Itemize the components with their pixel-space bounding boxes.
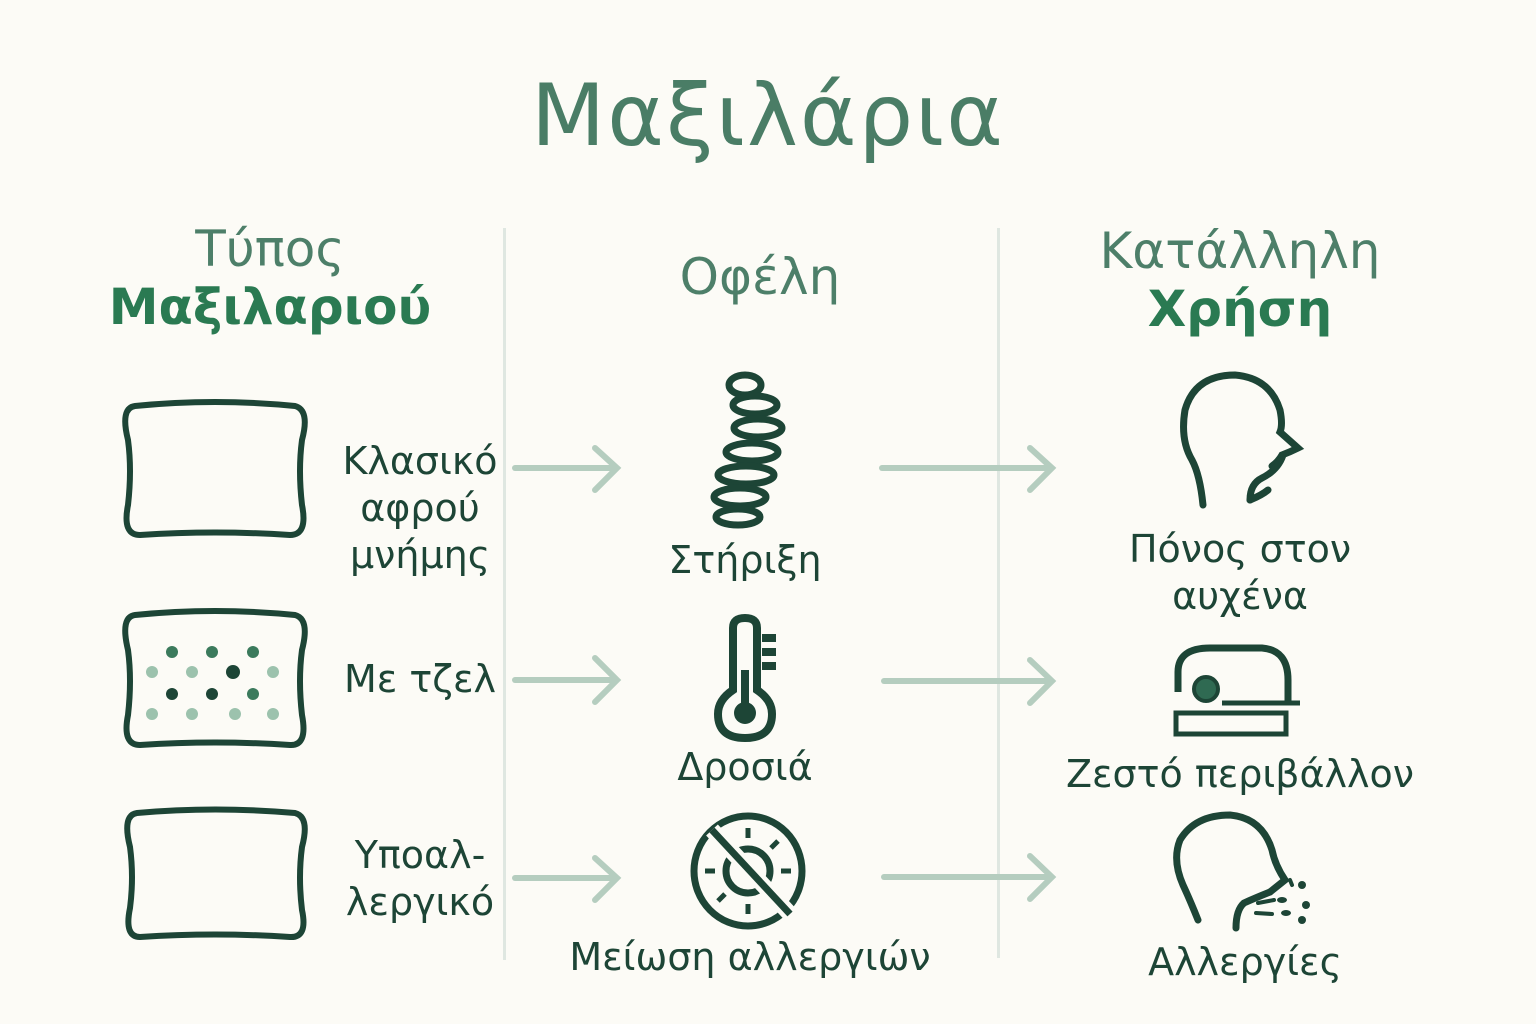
arrow-icon [512,445,622,493]
usage-label: Αλλεργίες [1148,940,1342,984]
plain-pillow-icon [122,399,308,539]
sneezing-head-icon [1173,811,1310,932]
usage-line: Πόνος στον [1128,527,1352,571]
column-header-type: Τύπος Μαξιλαριού [100,220,440,336]
spine-icon [710,371,786,529]
benefit-label: Μείωση αλλεργιών [569,935,931,979]
benefit-label: Δροσιά [677,745,813,789]
pillow-type-line: Με τζελ [344,657,496,701]
gel-pillow-icon [122,608,308,749]
pillow-type-line: Κλασικό [342,439,498,483]
usage-label: Πόνος στον αυχένα [1070,526,1410,620]
column-divider [503,228,506,960]
pillow-type-gel: Με τζελ [330,656,510,703]
arrow-icon [512,855,622,903]
pillow-type-line: λεργικό [345,880,495,924]
column-divider [997,228,1000,958]
page-title: Μαξιλάρια [531,66,1005,166]
column-header-type-line1: Τύπος [195,220,345,278]
pillow-type-line: Υποαλ- [354,833,486,877]
column-header-type-line2: Μαξιλαριού [108,278,432,336]
usage-label: Ζεστό περιβάλλον [1065,752,1414,796]
column-header-benefits: Οφέλη [679,248,841,306]
benefit-label: Στήριξη [668,538,822,582]
pillow-type-hypoallergenic: Υποαλ- λεργικό [330,832,510,926]
usage-line: αυχένα [1172,574,1308,618]
no-allergen-icon [690,812,806,930]
pillow-type-line: αφρού [360,486,480,530]
thermometer-icon [713,613,777,743]
column-header-usage: Κατάλληλη Χρήση [1060,222,1420,338]
arrow-icon [879,445,1057,493]
arrow-icon [881,853,1057,902]
plain-pillow-icon [124,806,308,941]
pillow-type-memory-foam: Κλασικό αφρού μνήμης [330,438,510,579]
column-header-usage-line2: Χρήση [1147,280,1333,338]
head-profile-icon [1180,371,1305,509]
sleeping-pod-icon [1173,644,1300,737]
arrow-icon [512,655,622,705]
arrow-icon [881,657,1057,706]
column-header-usage-line1: Κατάλληλη [1099,222,1381,280]
pillow-type-line: μνήμης [349,533,491,577]
